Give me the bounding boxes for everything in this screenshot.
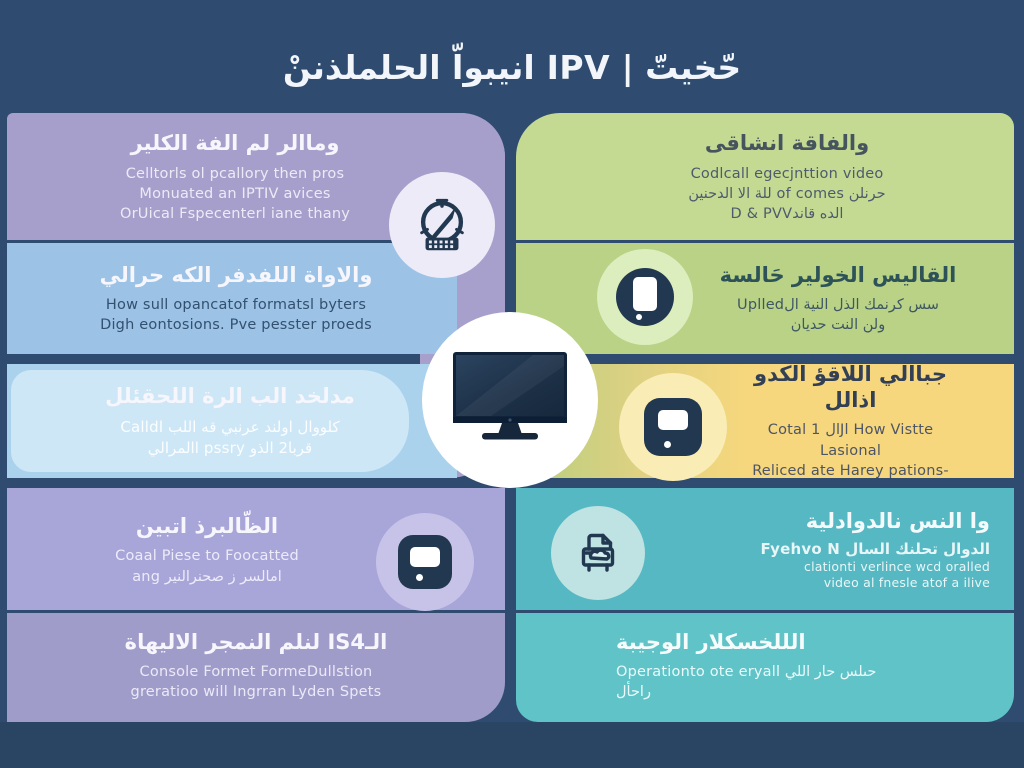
panel-right-2-body-line: سس كرنمك الذل النية الUplled bbox=[737, 296, 939, 313]
panel-left-1-body-line: Celltorls ol pcallory then pros bbox=[125, 165, 345, 182]
panel-left-4-body-line: Coaal Piese to Foocatted bbox=[115, 548, 299, 565]
panel-right-5-body-line: حىلس حار اللي Operationto ote eryall bbox=[616, 663, 877, 680]
panel-right-3: جباالي اللاقؤ الكدو اذالل Cotal 1 الJl H… bbox=[516, 361, 1014, 479]
panel-left-2-body-line: Digh eontosions. Pve pesster proeds bbox=[100, 317, 372, 334]
gauge-icon-badge bbox=[389, 172, 495, 278]
panel-right-1-body-line: الده قاندD & PVV bbox=[730, 206, 844, 223]
image-document-icon bbox=[581, 533, 615, 572]
media-player-dot bbox=[416, 574, 423, 581]
panel-right-2-heading: القاليس الخولير حَالسة bbox=[719, 262, 957, 287]
panel-left-2: والاواة اللفدفر الكه حرالي How sull opan… bbox=[7, 240, 457, 354]
panel-right-2-body-line: ولن النت حديان bbox=[790, 317, 886, 334]
panel-left-2-body-line: How sull opancatof formatsl byters bbox=[105, 296, 367, 313]
panel-left-1-body-line: OrUical Fspecenterl iane thany bbox=[120, 206, 350, 223]
panel-left-3: مدلخد الب الرة اللحقئلل كلووال اولند عرن… bbox=[7, 364, 457, 478]
image-document-icon-badge bbox=[551, 506, 645, 600]
panel-left-1-body-line: Monuated an IPTIV avices bbox=[139, 185, 331, 202]
media-player-icon bbox=[644, 398, 702, 456]
panel-right-5-body-line: راحأل bbox=[616, 684, 651, 701]
panel-right-1-body-line: Codlcall egecjnttion video bbox=[690, 165, 884, 182]
panel-right-1-body-line: حرنلن of comes للة الا الدحنين bbox=[688, 185, 886, 202]
center-circle bbox=[422, 312, 598, 488]
smartphone-screen bbox=[633, 277, 657, 311]
panel-right-1: والفاقة انشاقى Codlcall egecjnttion vide… bbox=[516, 113, 1014, 240]
media-player-screen bbox=[658, 410, 688, 430]
panel-left-3-body-line: كلووال اولند عرنبي قه اللب Calldl bbox=[120, 417, 340, 436]
panel-left-5: الـIS4 لنلم النمجر الاليهاة Console Form… bbox=[7, 610, 505, 722]
panel-right-5: الللخسكلار الوجيبة حىلس حار اللي Operati… bbox=[516, 610, 1014, 722]
panel-left-4-body-line: امالسر ز صحنرالنير ang bbox=[132, 568, 282, 585]
panel-left-4-heading: الظّالبرذ اتبين bbox=[135, 514, 279, 539]
panel-left-1-heading: وماالر لم الفة الكلير bbox=[130, 131, 340, 156]
panel-right-4-heading: وا النس نالدوادلية bbox=[805, 509, 990, 534]
panel-left-3-body-line: قربا2 الذو pssry االمرالي bbox=[147, 438, 313, 457]
panel-right-3-heading: جباالي اللاقؤ الكدو اذالل bbox=[754, 361, 947, 413]
panel-right-2: القاليس الخولير حَالسة سس كرنمك الذل الن… bbox=[516, 240, 1014, 354]
panel-right-4-body-line: clationti verlince wcd oralled bbox=[804, 559, 990, 575]
media-player-screen bbox=[410, 547, 440, 567]
smartphone-icon-badge bbox=[597, 249, 693, 345]
panel-left-3-heading: مدلخد الب الرة اللحقئلل bbox=[105, 384, 355, 409]
panel-right-5-heading: الللخسكلار الوجيبة bbox=[616, 629, 806, 654]
page-title: حّخيتّ | IPV انيبواّ الحلملذننْ bbox=[282, 48, 742, 88]
bottom-margin-strip bbox=[0, 722, 1024, 768]
panel-right-4-body-line: الدوال تحلنك السال Fyehvo N bbox=[760, 539, 990, 558]
panel-left-5-body-line: Console Formet FormeDullstion bbox=[139, 663, 373, 680]
media-player-icon-badge bbox=[376, 513, 474, 611]
panel-right-3-body-line: Reliced ate Harey pations- bbox=[752, 462, 949, 479]
tv-icon bbox=[453, 352, 567, 440]
smartphone-icon bbox=[616, 268, 674, 326]
gauge-icon bbox=[420, 198, 464, 251]
panel-right-1-heading: والفاقة انشاقى bbox=[704, 131, 870, 156]
smartphone-home-dot bbox=[636, 314, 642, 320]
media-player-icon bbox=[398, 535, 452, 589]
panel-left-5-body-line: greratioo will Ingrran Lyden Spets bbox=[130, 684, 382, 701]
panel-right-3-body-line: Cotal 1 الJl How Vistte Lasional bbox=[767, 422, 934, 459]
panel-left-2-heading: والاواة اللفدفر الكه حرالي bbox=[99, 262, 373, 287]
panel-left-3-inner-card bbox=[11, 370, 409, 472]
media-player-dot bbox=[664, 441, 671, 448]
panel-right-4-body-line: video al fnesle atof a ilive bbox=[823, 575, 990, 591]
panel-left-5-heading: الـIS4 لنلم النمجر الاليهاة bbox=[124, 629, 388, 654]
media-player-icon-badge bbox=[619, 373, 727, 481]
